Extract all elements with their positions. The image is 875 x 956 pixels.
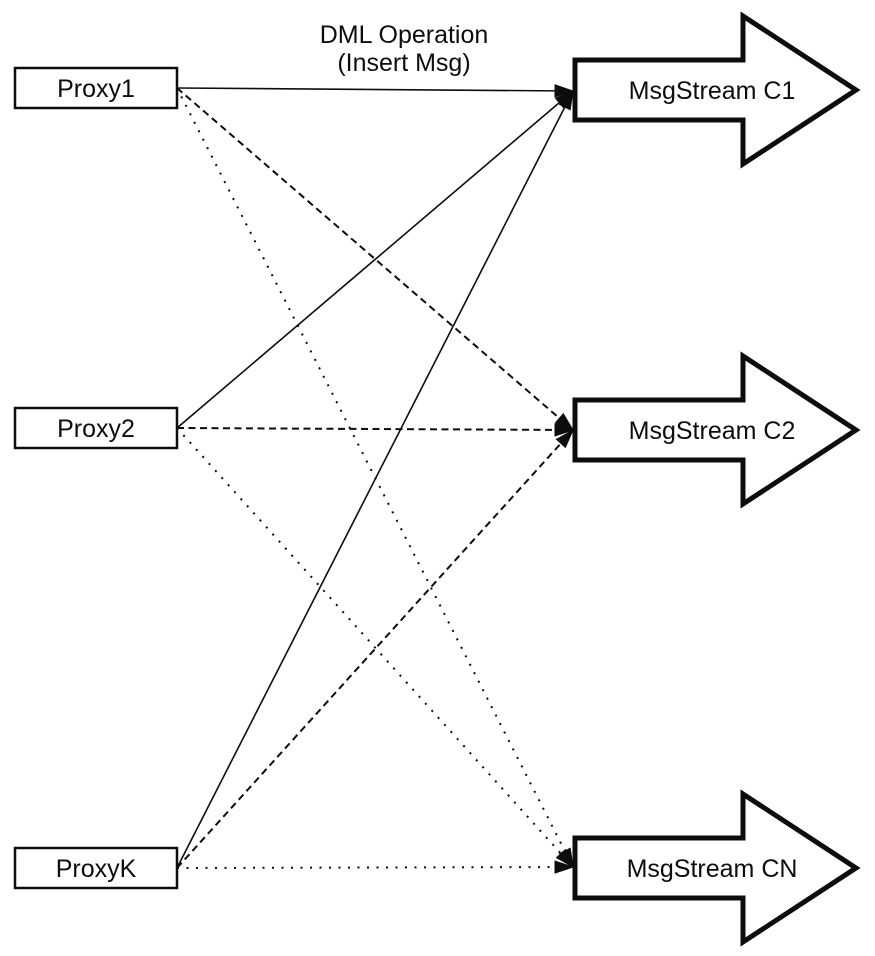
edge-proxy2-to-c2-dashed <box>176 428 573 430</box>
node-proxyk: ProxyK <box>13 846 179 890</box>
node-msgstream-c1: MsgStream C1 <box>572 11 861 169</box>
msgstream-cn-label: MsgStream CN <box>627 855 798 883</box>
node-proxy1: Proxy1 <box>13 66 179 110</box>
proxy2-box <box>13 406 179 450</box>
edge-label-dml-operation: DML Operation (Insert Msg) <box>320 21 489 77</box>
node-msgstream-c2: MsgStream C2 <box>572 351 861 509</box>
node-msgstream-cn: MsgStream CN <box>572 789 861 947</box>
msgstream-c2-arrow-shape <box>572 351 861 509</box>
edge-proxy2-to-cn-dotted <box>176 427 573 867</box>
msgstream-c2-label: MsgStream C2 <box>629 417 796 445</box>
edge-proxy1-to-c1-solid <box>176 88 573 91</box>
proxyk-box <box>13 846 179 890</box>
edge-label-line1: DML Operation <box>320 21 489 49</box>
edges-layer <box>176 87 573 869</box>
node-proxy2: Proxy2 <box>13 406 179 450</box>
edge-proxyk-to-cn-dotted <box>176 867 573 868</box>
msgstream-c1-label: MsgStream C1 <box>629 77 796 105</box>
proxy2-label: Proxy2 <box>57 415 135 443</box>
edge-proxyk-to-c2-dashed <box>176 430 573 869</box>
edge-proxy1-to-c2-dashed <box>176 87 573 430</box>
msgstream-c1-arrow-shape <box>572 11 861 169</box>
msgstream-cn-arrow-shape <box>572 789 861 947</box>
edge-proxy2-to-c1-solid <box>176 91 573 429</box>
proxy1-label: Proxy1 <box>57 75 135 103</box>
proxy1-box <box>13 66 179 110</box>
proxyk-label: ProxyK <box>56 855 137 883</box>
edge-label-line2: (Insert Msg) <box>337 49 470 77</box>
